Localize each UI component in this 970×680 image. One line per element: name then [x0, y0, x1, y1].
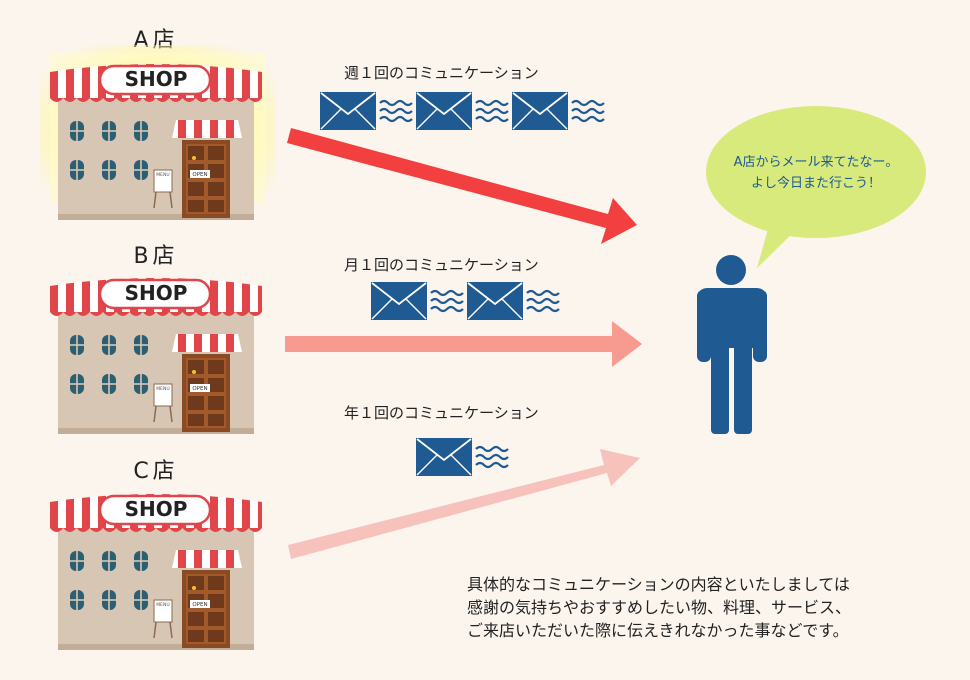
- wave-icon: [474, 99, 510, 123]
- store-a-door-sign: OPEN: [192, 172, 207, 178]
- frequency-label-a: 週１回のコミュニケーション: [344, 64, 539, 82]
- store-a-menu-text: MENU: [156, 172, 169, 178]
- wave-icon: [429, 289, 465, 313]
- wave-icon: [525, 289, 561, 313]
- store-b-menu-text: MENU: [156, 386, 169, 392]
- description-line-2: 感謝の気持ちやおすすめしたい物、料理、サービス、: [467, 598, 852, 617]
- wave-icon: [474, 445, 510, 469]
- store-c-door-sign: OPEN: [192, 602, 207, 608]
- store-b-door-sign: OPEN: [192, 386, 207, 392]
- frequency-label-c: 年１回のコミュニケーション: [344, 404, 539, 422]
- store-c-sign: SHOP: [125, 497, 188, 521]
- person-icon: [697, 255, 767, 434]
- description-text: 具体的なコミュニケーションの内容といたしましては 感謝の気持ちやおすすめしたい物…: [467, 573, 851, 642]
- wave-icon: [570, 99, 606, 123]
- email-icon: [415, 437, 473, 477]
- frequency-label-b: 月１回のコミュニケーション: [344, 256, 539, 274]
- arrow-a: [287, 128, 637, 244]
- arrow-b: [285, 321, 642, 367]
- speech-bubble-line-1: A店からメール来てたなー。: [733, 155, 899, 170]
- description-line-3: ご来店いただいた際に伝えきれなかった事などです。: [467, 621, 849, 640]
- speech-bubble-text: A店からメール来てたなー。 よし今日また行こう！: [721, 152, 911, 194]
- email-icon: [511, 91, 569, 131]
- speech-bubble-line-2: よし今日また行こう！: [750, 176, 881, 191]
- store-b-sign: SHOP: [125, 281, 188, 305]
- email-icon: [466, 281, 524, 321]
- description-line-1: 具体的なコミュニケーションの内容といたしましては: [467, 575, 850, 594]
- arrow-c: [288, 449, 640, 559]
- email-icon: [415, 91, 473, 131]
- store-a-sign: SHOP: [125, 67, 188, 91]
- store-b-label: B店: [133, 244, 179, 269]
- email-icon: [319, 91, 377, 131]
- email-icon: [370, 281, 428, 321]
- speech-bubble: [706, 106, 926, 268]
- wave-icon: [378, 99, 414, 123]
- store-c-label: C店: [133, 459, 179, 484]
- store-c-menu-text: MENU: [156, 602, 169, 608]
